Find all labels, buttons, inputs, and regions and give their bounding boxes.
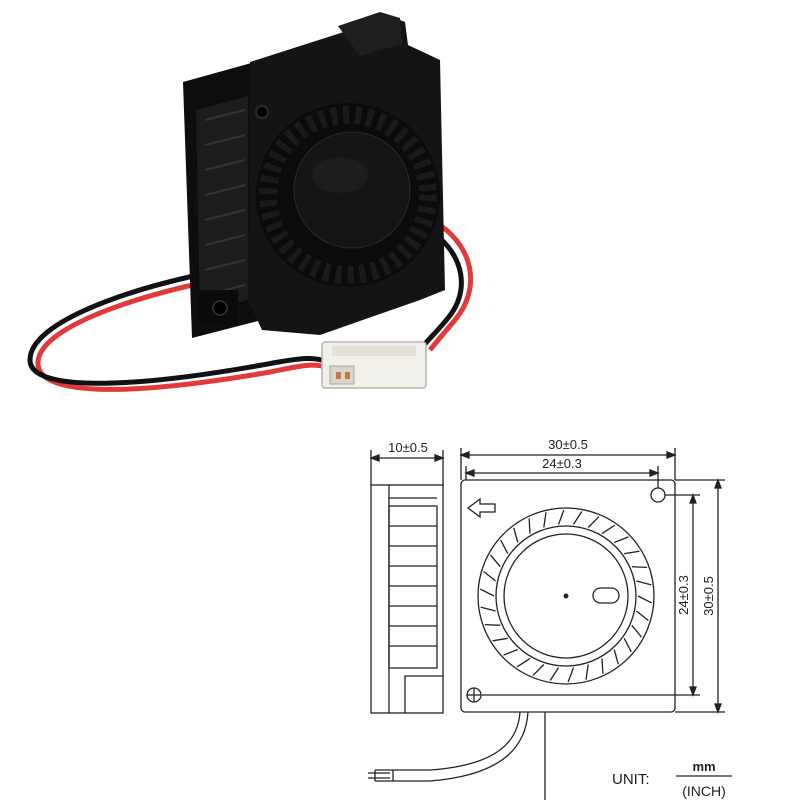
impeller-blade — [492, 637, 508, 642]
unit-denominator: (INCH) — [682, 783, 726, 799]
impeller-blade — [513, 527, 519, 543]
width-inner-dimension-label: 24±0.3 — [542, 456, 582, 471]
width-outer-dimension-label: 30±0.5 — [548, 437, 588, 452]
height-inner-dimension-label: 24±0.3 — [676, 575, 691, 615]
fan-photo — [27, 12, 474, 392]
impeller-blade — [585, 664, 589, 680]
wire-harness — [27, 222, 474, 392]
impeller-blade — [532, 664, 545, 676]
impeller-blade — [613, 649, 619, 665]
impeller-blade — [636, 580, 652, 586]
unit-prefix: UNIT: — [612, 771, 650, 788]
crosshead-screw-icon — [466, 687, 482, 703]
impeller-blade — [635, 610, 649, 622]
impeller-blade — [549, 667, 560, 681]
thickness-dimension-label: 10±0.5 — [388, 440, 428, 455]
impeller-blade — [631, 566, 648, 569]
impeller-blade — [500, 539, 509, 555]
impeller-blade — [623, 637, 632, 653]
impeller-blade — [503, 648, 519, 656]
front-view — [368, 448, 725, 800]
left-arrow-icon — [466, 497, 496, 519]
side-view — [369, 450, 445, 714]
fan-housing — [183, 12, 445, 338]
unit-numerator: mm — [692, 759, 715, 774]
impeller-blade — [543, 512, 547, 528]
impeller-blade — [601, 658, 604, 674]
impeller-blade — [587, 516, 600, 528]
height-outer-dimension-label: 30±0.5 — [701, 576, 716, 616]
impeller-blade — [613, 536, 629, 544]
impeller-blade — [601, 524, 616, 535]
impeller-blade — [483, 570, 497, 582]
impeller-blade — [489, 554, 501, 568]
impeller-blade — [631, 624, 643, 638]
technical-drawing — [368, 448, 732, 800]
impeller-blade — [516, 657, 531, 668]
impeller-blade — [567, 667, 575, 683]
impeller-blade — [480, 588, 495, 597]
impeller-blade — [557, 509, 565, 525]
impeller-blade — [572, 511, 583, 525]
impeller-blade — [480, 606, 496, 612]
impeller-blades — [480, 509, 652, 683]
impeller-blade — [624, 550, 640, 555]
impeller-blade — [528, 518, 531, 534]
jst-connector — [321, 341, 427, 389]
impeller-blade — [484, 623, 501, 626]
impeller-blade — [637, 595, 652, 604]
